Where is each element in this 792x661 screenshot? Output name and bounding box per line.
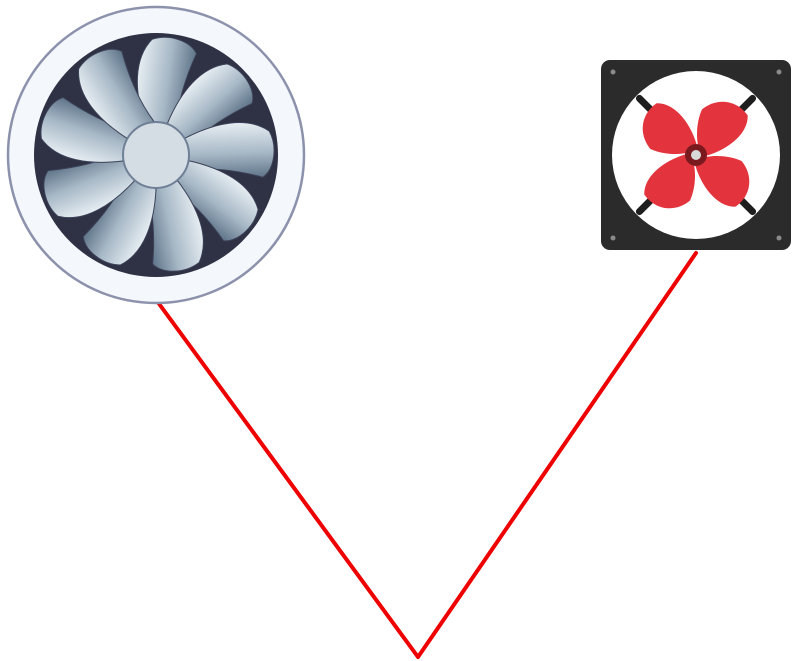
round-fan-blade bbox=[78, 48, 155, 139]
square-fan-blade bbox=[697, 101, 748, 157]
square-fan-blade bbox=[694, 156, 750, 207]
square-fan-hub bbox=[691, 150, 701, 160]
connector-line-square-fan bbox=[416, 251, 698, 659]
square-fan-screw-icon bbox=[610, 69, 616, 75]
square-fan-blade bbox=[642, 103, 698, 154]
connector-lines bbox=[155, 251, 698, 659]
square-fan-screw-icon bbox=[776, 235, 782, 241]
round-exhaust-fan-icon[interactable] bbox=[6, 5, 306, 305]
round-fan-hub bbox=[122, 121, 190, 189]
round-fan-blades bbox=[40, 36, 275, 272]
square-fan-screw-icon bbox=[776, 69, 782, 75]
square-fan-screw-icon bbox=[610, 235, 616, 241]
square-box-fan-icon[interactable] bbox=[601, 60, 791, 250]
connector-line-round-fan bbox=[155, 299, 420, 659]
square-fan-blade bbox=[644, 153, 695, 209]
square-fan-blades bbox=[642, 101, 750, 209]
